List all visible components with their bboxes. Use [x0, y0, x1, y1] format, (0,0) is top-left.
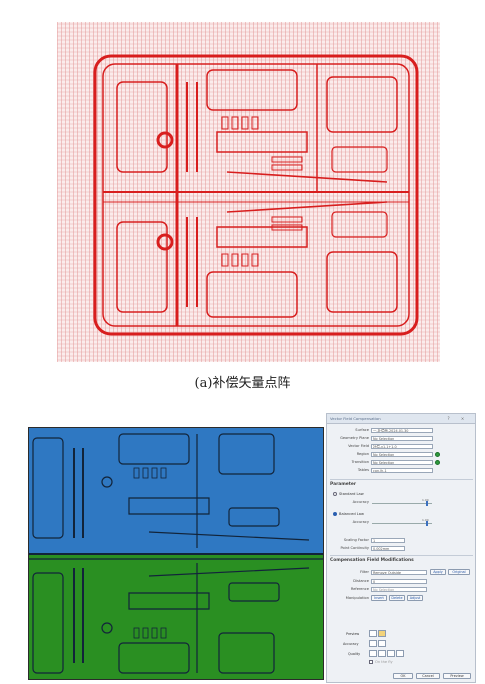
divider	[330, 479, 473, 480]
insert-button[interactable]: Insert	[371, 595, 387, 601]
balanced-law-radio[interactable]	[333, 512, 337, 516]
manipulation-row: Manipulation	[329, 595, 371, 601]
distance-row: Distance 0	[329, 578, 427, 584]
distance-label: Distance	[353, 579, 369, 583]
part-geometry-lines	[29, 433, 323, 674]
tables-row: Tables con.lh-1	[329, 467, 433, 473]
standard-law-label: Standard Law	[339, 492, 364, 496]
region-pick-icon[interactable]	[435, 451, 440, 457]
parameter-header: Parameter	[330, 482, 356, 487]
reference-label: Reference	[350, 587, 369, 591]
accuracy-value-2: 1.00	[422, 518, 429, 522]
preview-label: Preview	[346, 632, 360, 636]
dialog-title: Vector Field Compensation	[330, 416, 381, 421]
vector-field-compensation-dialog: Vector Field Compensation ? × Surface 一-…	[326, 413, 476, 683]
preview-mode-icon[interactable]	[369, 630, 377, 637]
transition-row: Transition No Selection	[329, 459, 440, 465]
cancel-button[interactable]: Cancel	[416, 673, 440, 679]
filter-label: Filter	[360, 570, 369, 574]
accuracy-slider-1[interactable]	[372, 501, 432, 506]
accuracy-label-1: Accuracy	[352, 500, 369, 504]
geometry-plane-label: Geometry Plane	[340, 436, 369, 440]
surface-row: Surface 一-补偿面-2024.01.30	[329, 427, 433, 433]
vector-field-label: Vector Field	[348, 444, 369, 448]
quality-max-icon[interactable]	[396, 650, 404, 657]
help-icon[interactable]: ?	[447, 416, 450, 421]
distance-field[interactable]: 0	[371, 578, 427, 584]
accuracy-slider-2-thumb[interactable]	[426, 521, 428, 526]
dialog-title-bar[interactable]: Vector Field Compensation	[327, 414, 475, 424]
vector-lattice-svg	[57, 22, 440, 362]
quality-high-icon[interactable]	[387, 650, 395, 657]
filter-row: Filter Remove Outside	[329, 569, 427, 575]
delete-button[interactable]: Delete	[389, 595, 405, 601]
quality-mid-icon[interactable]	[378, 650, 386, 657]
balanced-law-option[interactable]: Balanced Law	[333, 511, 364, 517]
accuracy-row-2: Accuracy	[331, 519, 371, 525]
region-row: Region No Selection	[329, 451, 440, 457]
scaling-factor-label: Scaling Factor	[343, 538, 369, 542]
vector-field-field[interactable]: 补偿-v1.1+1.0	[371, 443, 433, 449]
point-continuity-label: Point Continuity	[340, 546, 369, 550]
caption-a: (a)补偿矢量点阵	[194, 376, 291, 391]
part-outline	[93, 54, 419, 336]
accuracy-slider-1-thumb[interactable]	[426, 501, 428, 506]
point-continuity-row: Point Continuity 0.002mm	[329, 545, 405, 551]
preview-mesh-icon[interactable]	[378, 630, 386, 637]
divider	[330, 555, 473, 556]
close-icon[interactable]: ×	[460, 416, 465, 421]
standard-law-radio[interactable]	[333, 492, 337, 496]
vector-field-row: Vector Field 补偿-v1.1+1.0	[329, 443, 433, 449]
region-label: Region	[356, 452, 369, 456]
on-the-fly-option[interactable]: On the fly	[369, 659, 393, 665]
accuracy-label-3: Accuracy	[343, 642, 359, 646]
preview-button[interactable]: Preview	[443, 673, 471, 679]
reference-row: Reference No Selection	[329, 586, 427, 592]
ok-button[interactable]: OK	[393, 673, 413, 679]
on-the-fly-label: On the fly	[375, 660, 393, 664]
reference-field[interactable]: No Selection	[371, 586, 427, 592]
geometry-plane-row: Geometry Plane No Selection	[329, 435, 433, 441]
region-field[interactable]: No Selection	[371, 451, 433, 457]
transition-pick-icon[interactable]	[435, 459, 440, 465]
accuracy-slider-2[interactable]	[372, 521, 432, 526]
3d-viewport[interactable]	[28, 427, 324, 680]
original-button[interactable]: Original	[448, 569, 470, 575]
part-slots	[133, 467, 167, 639]
scaling-factor-row: Scaling Factor 1	[329, 537, 405, 543]
standard-law-option[interactable]: Standard Law	[333, 491, 364, 497]
transition-label: Transition	[351, 460, 369, 464]
accuracy-value-1: 1.00	[422, 498, 429, 502]
compensated-part-render	[29, 428, 323, 679]
adjust-button[interactable]: Adjust	[407, 595, 423, 601]
accuracy-row-1: Accuracy	[331, 499, 371, 505]
surface-label: Surface	[355, 428, 369, 432]
tables-field[interactable]: con.lh-1	[371, 467, 433, 473]
tables-label: Tables	[357, 468, 369, 472]
modifications-header: Compensation Field Modifications	[330, 558, 414, 563]
quality-low-icon[interactable]	[369, 650, 377, 657]
filter-select[interactable]: Remove Outside	[371, 569, 427, 575]
quality-label: Quality	[348, 652, 361, 656]
apply-button[interactable]: Apply	[430, 569, 446, 575]
accuracy-mode-icon[interactable]	[369, 640, 377, 647]
point-continuity-field[interactable]: 0.002mm	[371, 545, 405, 551]
scaling-factor-field[interactable]: 1	[371, 537, 405, 543]
manipulation-label: Manipulation	[345, 596, 369, 600]
geometry-plane-field[interactable]: No Selection	[371, 435, 433, 441]
part-slots	[221, 116, 303, 267]
accuracy-mesh-icon[interactable]	[378, 640, 386, 647]
on-the-fly-checkbox[interactable]	[369, 660, 373, 664]
surface-field[interactable]: 一-补偿面-2024.01.30	[371, 427, 433, 433]
accuracy-label-2: Accuracy	[352, 520, 369, 524]
compensation-vector-lattice-image	[57, 22, 440, 362]
balanced-law-label: Balanced Law	[339, 512, 364, 516]
transition-field[interactable]: No Selection	[371, 459, 433, 465]
